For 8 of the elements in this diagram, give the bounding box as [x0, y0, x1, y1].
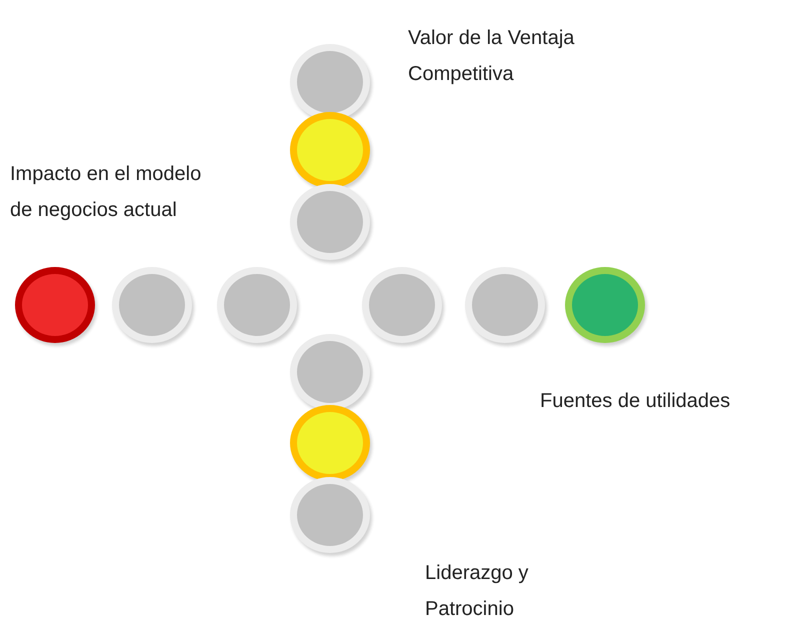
indicator-circle: [290, 184, 370, 260]
axis-label: Fuentes de utilidades: [540, 389, 732, 414]
axis-label: Impacto en el modelo de negocios actual: [10, 162, 202, 223]
axis-label: Liderazgo y Patrocinio: [425, 561, 530, 622]
axis-label: Valor de la Ventaja Competitiva: [408, 26, 576, 87]
indicator-circle: [290, 112, 370, 188]
indicator-circle: [290, 477, 370, 553]
indicator-circle: [290, 405, 370, 481]
